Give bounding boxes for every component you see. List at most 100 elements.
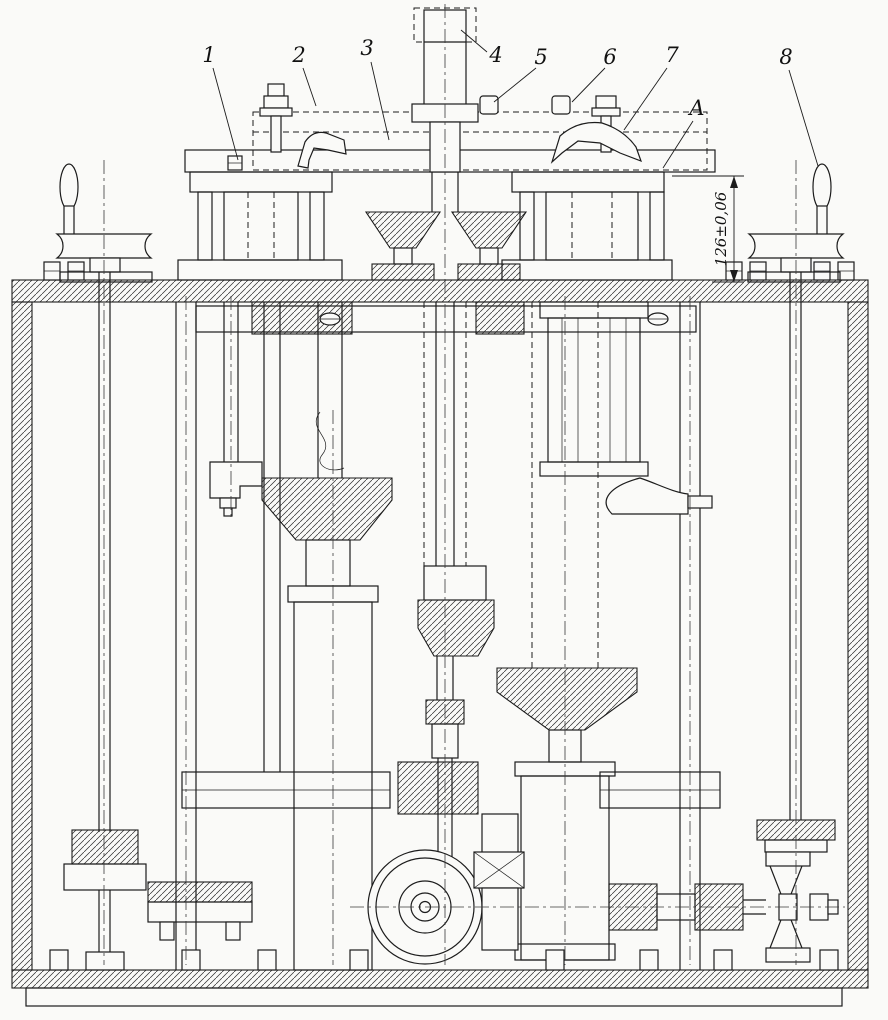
leader-2 (302, 67, 317, 107)
cylinder-body (293, 601, 373, 971)
arm-pin (687, 495, 713, 509)
right-wheel-bracket (747, 271, 841, 283)
cone-clamp-left (364, 211, 442, 249)
leader-1 (212, 67, 239, 161)
leader-5 (493, 67, 537, 103)
housing-left-wall (11, 301, 33, 971)
columns (175, 302, 701, 970)
clamp-lever-right (550, 121, 643, 164)
left-bracket-flange (189, 171, 333, 193)
central-cylinder-left (261, 302, 393, 971)
bell-cap (261, 477, 393, 541)
cone-stem-left (393, 247, 413, 265)
housing-bottom-slab (25, 987, 843, 1007)
bolt-nut (267, 83, 285, 97)
bottom-mechanism (49, 819, 839, 971)
callout-5: 5 (534, 45, 547, 69)
right-bracket-base (501, 259, 673, 281)
cylinder-flange-top (539, 301, 649, 319)
left-wheel-bracket (59, 271, 153, 283)
clamp-lever-left (297, 131, 347, 169)
valve-stem (481, 887, 519, 951)
base-foot (181, 949, 201, 971)
bolt-washer (259, 107, 293, 117)
cone-clamp-right (450, 211, 528, 249)
right-bracket-leg (649, 191, 665, 261)
housing-top-plate (11, 279, 869, 303)
beam-clamp-right (475, 301, 525, 335)
callout-8: 8 (779, 45, 792, 69)
dim-arrow-top (730, 176, 738, 188)
bolt-shank (270, 115, 282, 153)
leader-A (662, 120, 694, 169)
stud-5 (479, 95, 499, 115)
valve-riser (481, 813, 519, 855)
leader-4 (460, 29, 488, 53)
base-foot (257, 949, 277, 971)
break-line (315, 411, 345, 471)
dimension-126: 126±0,06 (672, 175, 744, 283)
left-lever-knob (59, 163, 79, 211)
guide-block (147, 901, 253, 923)
beam (195, 305, 697, 333)
right-upper-cylinder (539, 301, 713, 515)
spindle-collar-mid (423, 565, 487, 601)
left-bracket-leg (197, 191, 213, 261)
leader-7 (623, 67, 668, 131)
clamp-foot-left (209, 461, 263, 499)
foot-nut (223, 507, 233, 517)
bell-neck (305, 539, 351, 587)
dimension-text: 126±0,06 (712, 191, 730, 266)
center-support (397, 761, 479, 815)
callout-2: 2 (291, 43, 305, 67)
dim-arrow-bottom (730, 270, 738, 282)
right-lever-knob (812, 163, 832, 211)
upper-beam (195, 301, 697, 335)
guide-bolt (225, 921, 241, 941)
bolt-head (595, 95, 617, 109)
leader-3 (370, 61, 390, 141)
right-bracket-cylinder (545, 191, 639, 261)
base-foot (639, 949, 659, 971)
hidden-cover-plate (252, 111, 708, 171)
right-bracket-flange (511, 171, 665, 193)
left-bracket-cylinder (223, 191, 299, 261)
bolt-washer (591, 107, 621, 117)
central-spindle (417, 302, 495, 885)
lower-rails (181, 761, 721, 855)
leader-8 (788, 69, 819, 167)
left-rod-foot (85, 951, 125, 971)
housing-base-plate (11, 969, 869, 989)
bolt-head (263, 95, 289, 109)
callout-3: 3 (360, 36, 373, 60)
bowl-funnel (496, 667, 638, 731)
spindle-adapter (417, 599, 495, 657)
left-handwheel-hub (89, 257, 121, 273)
left-rod-block (71, 829, 139, 865)
base-foot (713, 949, 733, 971)
left-lever-shaft (63, 205, 75, 237)
swing-arm (605, 477, 689, 515)
leader-6 (571, 67, 606, 103)
spoke-wheel-rim-top (765, 851, 811, 867)
cone-base-left (371, 263, 435, 281)
right-bracket-leg (519, 191, 535, 261)
base-foot (349, 949, 369, 971)
stud-6 (551, 95, 571, 115)
callout-6: 6 (603, 45, 616, 69)
left-bracket-leg (309, 191, 325, 261)
callout-4: 4 (488, 43, 502, 67)
foot-bolt (219, 497, 237, 509)
guide-bolt (159, 921, 175, 941)
cylinder-flange-bottom (539, 461, 649, 477)
housing-frame (11, 261, 869, 1007)
top-assembly (177, 7, 716, 281)
cone-base-right (457, 263, 521, 281)
guide-block-hatched (147, 881, 253, 903)
callout-7: 7 (665, 43, 679, 67)
callout-A: A (687, 96, 704, 120)
housing-right-wall (847, 301, 869, 971)
base-foot (819, 949, 839, 971)
